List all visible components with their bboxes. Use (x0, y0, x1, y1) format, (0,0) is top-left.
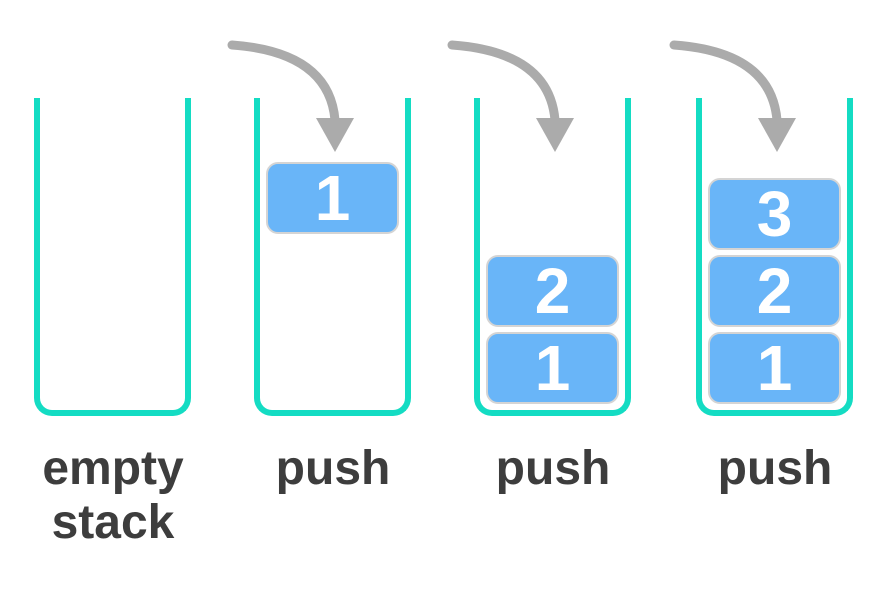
stack-block: 3 (708, 178, 841, 250)
stack-figure-push-3: 3 2 1 push (664, 0, 886, 590)
stack-container (34, 98, 191, 416)
figure-label: push (275, 442, 391, 495)
stack-figure-push-2: 2 1 push (442, 0, 664, 590)
push-arrow-icon (669, 40, 796, 152)
stack-container (254, 98, 411, 416)
stack-block: 2 (486, 255, 619, 327)
push-arrow-icon (447, 40, 574, 152)
stack-block: 1 (486, 332, 619, 404)
stack-block: 2 (708, 255, 841, 327)
figure-label: push (717, 442, 833, 495)
figure-label: push (495, 442, 611, 495)
stack-container (696, 98, 853, 416)
stack-container (474, 98, 631, 416)
stack-figure-empty: empty stack (2, 0, 224, 590)
stack-block: 1 (266, 162, 399, 234)
stack-figure-push-1: 1 push (222, 0, 444, 590)
stack-block: 1 (708, 332, 841, 404)
push-arrow-icon (227, 40, 354, 152)
figure-label: empty stack (42, 442, 184, 549)
